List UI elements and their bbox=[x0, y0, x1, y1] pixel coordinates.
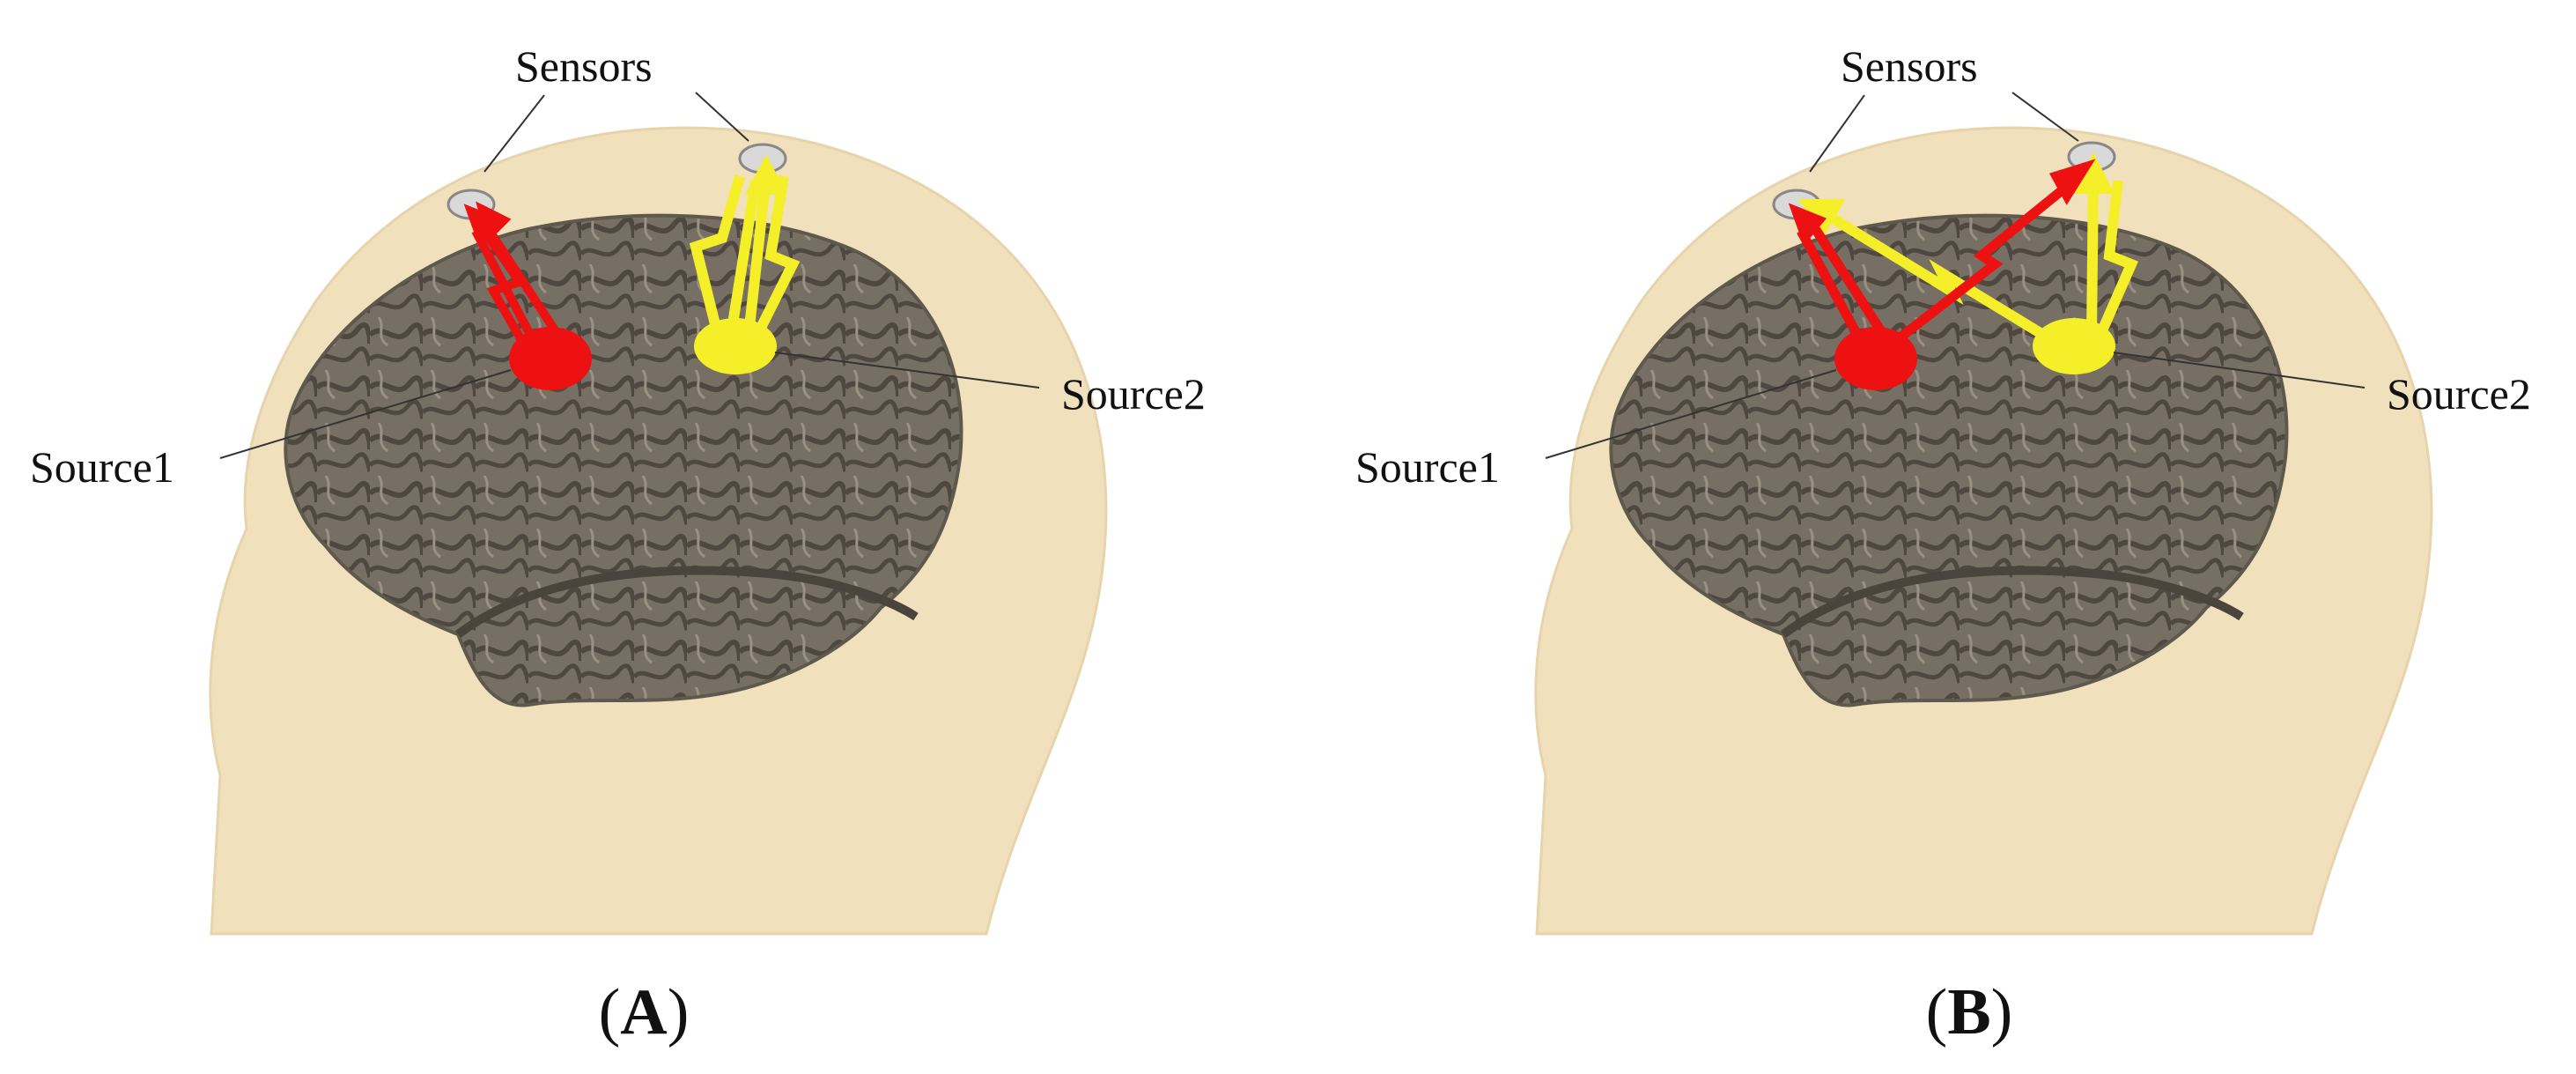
source1-label: Source1 bbox=[30, 442, 174, 492]
arrows-source1 bbox=[463, 201, 568, 355]
source1-label: Source1 bbox=[1355, 442, 1500, 492]
panel-a: Sensors Source1 Source2 (A) bbox=[30, 41, 1206, 1048]
arrows-source2 bbox=[1797, 152, 2138, 340]
sensors-label: Sensors bbox=[1841, 41, 1978, 91]
brain bbox=[284, 213, 963, 707]
panel-b-illustration bbox=[1534, 92, 2433, 936]
source1-ellipse bbox=[1834, 327, 1917, 390]
arrows-source2 bbox=[689, 153, 801, 337]
arrows-source1 bbox=[1788, 159, 2096, 351]
source2-label: Source2 bbox=[2387, 369, 2531, 418]
panel-a-illustration bbox=[209, 92, 1108, 936]
panel-b: Sensors Source1 Source2 (B) bbox=[1325, 0, 2576, 1074]
panel-a-caption: (A) bbox=[598, 976, 690, 1048]
sensors-label: Sensors bbox=[515, 41, 653, 91]
panel-b-caption: (B) bbox=[1925, 976, 2013, 1048]
source1-ellipse bbox=[509, 327, 592, 390]
brain bbox=[1609, 213, 2289, 707]
source2-ellipse bbox=[694, 318, 777, 374]
source2-ellipse bbox=[2033, 318, 2115, 374]
source2-label: Source2 bbox=[1061, 369, 1206, 418]
